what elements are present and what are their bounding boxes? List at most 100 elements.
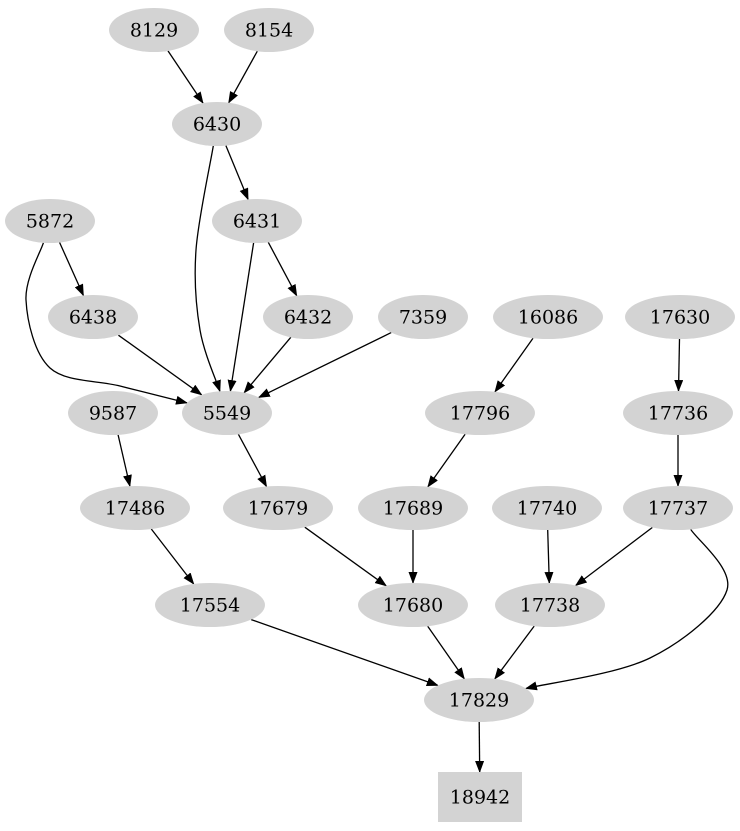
edge-5872-6438 xyxy=(59,242,84,297)
node-ellipse-17829 xyxy=(424,678,534,722)
edge-17737-17829 xyxy=(524,529,729,691)
edge-8129-6430 xyxy=(167,50,204,104)
node-label-8129: 8129 xyxy=(130,20,178,42)
node-6430: 6430 xyxy=(172,102,262,146)
node-17736: 17736 xyxy=(623,391,733,435)
node-ellipse-17554 xyxy=(155,583,265,627)
node-16086: 16086 xyxy=(493,295,603,339)
node-label-17796: 17796 xyxy=(450,403,510,425)
node-17689: 17689 xyxy=(358,486,468,530)
node-ellipse-8129 xyxy=(109,8,199,52)
node-ellipse-7359 xyxy=(378,295,468,339)
edge-8154-6430 xyxy=(228,50,258,104)
node-17680: 17680 xyxy=(358,583,468,627)
node-17554: 17554 xyxy=(155,583,265,627)
node-8154: 8154 xyxy=(224,8,314,52)
node-ellipse-17736 xyxy=(623,391,733,435)
node-ellipse-8154 xyxy=(224,8,314,52)
edge-17796-17689 xyxy=(427,433,466,488)
node-ellipse-6432 xyxy=(263,295,353,339)
edge-17829-18942 xyxy=(475,721,485,773)
node-ellipse-6431 xyxy=(212,199,302,243)
node-label-7359: 7359 xyxy=(399,307,447,329)
node-label-17829: 17829 xyxy=(449,690,509,712)
node-ellipse-17630 xyxy=(625,295,735,339)
edge-6432-5549 xyxy=(243,336,292,394)
edge-17679-17680 xyxy=(304,526,388,587)
node-ellipse-5549 xyxy=(182,391,272,435)
edge-6431-6432 xyxy=(267,241,298,297)
node-label-9587: 9587 xyxy=(89,403,137,425)
node-17679: 17679 xyxy=(223,486,333,530)
node-box-18942 xyxy=(438,772,522,822)
node-ellipse-17738 xyxy=(495,583,605,627)
node-7359: 7359 xyxy=(378,295,468,339)
node-label-17630: 17630 xyxy=(650,307,710,329)
node-17740: 17740 xyxy=(492,486,602,530)
node-17738: 17738 xyxy=(495,583,605,627)
edge-6438-5549 xyxy=(118,334,203,396)
node-17630: 17630 xyxy=(625,295,735,339)
node-17737: 17737 xyxy=(623,486,733,530)
node-17829: 17829 xyxy=(424,678,534,722)
edge-17737-17738 xyxy=(574,526,653,587)
node-ellipse-17679 xyxy=(223,486,333,530)
edge-6430-6431 xyxy=(225,145,249,201)
edge-6430-5549 xyxy=(194,145,221,393)
node-label-17738: 17738 xyxy=(520,595,580,617)
node-17796: 17796 xyxy=(425,391,535,435)
node-ellipse-17486 xyxy=(80,486,190,530)
node-9587: 9587 xyxy=(68,391,158,435)
edge-17740-17738 xyxy=(544,529,554,584)
node-ellipse-17740 xyxy=(492,486,602,530)
node-ellipse-6430 xyxy=(172,102,262,146)
node-label-16086: 16086 xyxy=(518,307,578,329)
node-ellipse-17689 xyxy=(358,486,468,530)
node-5872: 5872 xyxy=(5,199,95,243)
node-6432: 6432 xyxy=(263,295,353,339)
node-label-17737: 17737 xyxy=(648,498,708,520)
node-label-6430: 6430 xyxy=(193,114,241,136)
node-17486: 17486 xyxy=(80,486,190,530)
node-ellipse-5872 xyxy=(5,199,95,243)
node-label-17689: 17689 xyxy=(383,498,443,520)
edge-5549-17679 xyxy=(237,433,268,488)
edge-17630-17736 xyxy=(674,338,684,392)
node-ellipse-16086 xyxy=(493,295,603,339)
edges-layer xyxy=(25,50,729,773)
node-label-18942: 18942 xyxy=(450,787,510,809)
node-8129: 8129 xyxy=(109,8,199,52)
node-label-5549: 5549 xyxy=(203,403,251,425)
node-label-6438: 6438 xyxy=(69,307,117,329)
edge-5872-5549 xyxy=(25,242,188,405)
node-ellipse-17737 xyxy=(623,486,733,530)
node-18942: 18942 xyxy=(438,772,522,822)
edge-17486-17554 xyxy=(150,528,195,585)
edge-17680-17829 xyxy=(427,625,465,680)
edge-9587-17486 xyxy=(117,434,132,488)
node-label-17740: 17740 xyxy=(517,498,577,520)
edge-16086-17796 xyxy=(494,337,534,393)
node-6431: 6431 xyxy=(212,199,302,243)
edge-7359-5549 xyxy=(257,332,392,398)
edge-17554-17829 xyxy=(250,618,439,687)
node-5549: 5549 xyxy=(182,391,272,435)
node-label-5872: 5872 xyxy=(26,211,74,233)
nodes-layer: 8129 8154 6430 5872 6431 6438 6432 7359 16086 176… xyxy=(5,8,735,822)
node-label-17679: 17679 xyxy=(248,498,308,520)
node-ellipse-6438 xyxy=(48,295,138,339)
node-label-17554: 17554 xyxy=(180,595,240,617)
node-ellipse-9587 xyxy=(68,391,158,435)
edge-17738-17829 xyxy=(494,625,535,680)
node-label-17486: 17486 xyxy=(105,498,165,520)
node-label-6431: 6431 xyxy=(233,211,281,233)
node-label-6432: 6432 xyxy=(284,307,332,329)
node-label-17680: 17680 xyxy=(383,595,443,617)
node-ellipse-17680 xyxy=(358,583,468,627)
node-ellipse-17796 xyxy=(425,391,535,435)
edge-6431-5549 xyxy=(227,242,255,393)
node-6438: 6438 xyxy=(48,295,138,339)
node-label-8154: 8154 xyxy=(245,20,293,42)
